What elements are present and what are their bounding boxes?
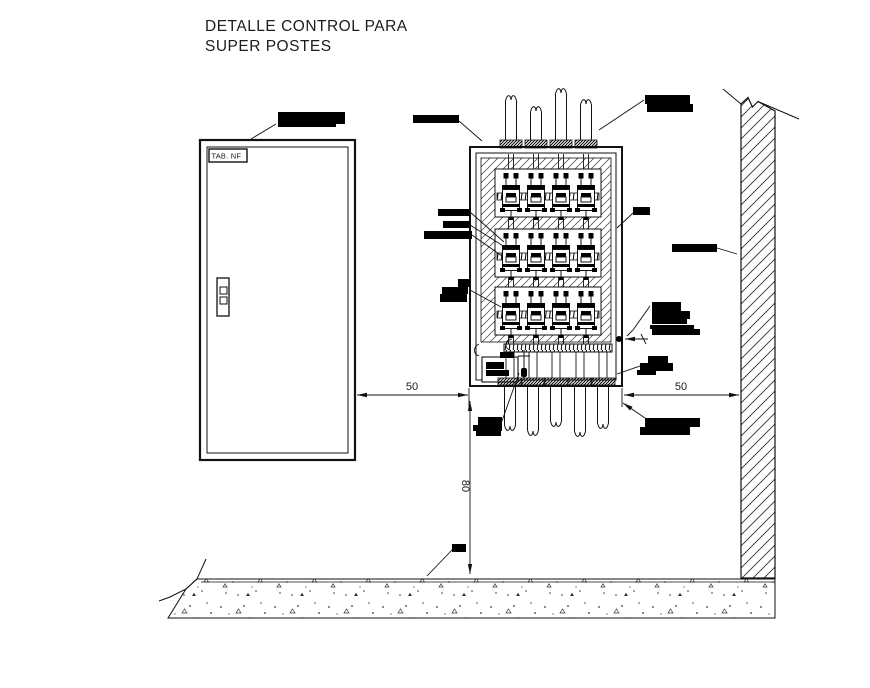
redacted-label-ground-connection xyxy=(473,417,502,436)
conduit-pair xyxy=(580,99,592,140)
leader-panel-frame xyxy=(616,212,634,229)
drawing-title: DETALLE CONTROL PARA SUPER POSTES xyxy=(205,18,408,55)
door-outer-frame xyxy=(198,138,357,462)
redacted-label-door-callout xyxy=(278,112,345,127)
redacted-label-panel-corner xyxy=(637,356,673,375)
top-cable-gland xyxy=(499,139,523,149)
leader-meter xyxy=(471,234,503,257)
redacted-label-incoming-feeder xyxy=(645,95,693,112)
door-tag-label: TAB. NF xyxy=(212,152,242,161)
leader-meter xyxy=(469,224,509,250)
redacted-label-meter-row2 xyxy=(424,209,472,239)
redacted-label-floor xyxy=(452,544,466,552)
leader-outgoing-arrow xyxy=(622,402,649,421)
mounting-bolt xyxy=(616,336,622,342)
masonry-wall xyxy=(722,88,800,579)
leader-wall xyxy=(716,247,738,255)
din-rail-row-1 xyxy=(496,192,600,201)
leader-meter-row3 xyxy=(469,289,502,308)
conduit-pair xyxy=(527,386,539,436)
redacted-label-panel-top xyxy=(413,115,459,123)
wall-break-extension xyxy=(757,101,800,120)
dim-text-door-to-panel: 50 xyxy=(406,381,418,393)
redacted-label-wall xyxy=(672,244,717,252)
din-rail-row-2 xyxy=(496,252,600,261)
title-line-2: SUPER POSTES xyxy=(205,38,332,55)
door-tag-box xyxy=(208,148,248,163)
conduit-pair xyxy=(550,386,562,427)
top-cable-gland xyxy=(574,139,598,149)
door-inner-frame xyxy=(206,146,349,454)
ground-floor xyxy=(158,558,776,619)
dimensions: 50 50 80 xyxy=(357,381,739,574)
leader-tick xyxy=(640,333,647,345)
conduit-pair xyxy=(597,386,609,429)
redacted-label-meter-row3 xyxy=(440,279,470,302)
title-line-1: DETALLE CONTROL PARA xyxy=(205,18,408,35)
leader-meter xyxy=(469,211,505,243)
leader-panel-corner xyxy=(616,365,641,375)
incoming-cables xyxy=(499,88,598,149)
redacted-label-breaker-group xyxy=(650,302,700,335)
conduit-pair xyxy=(504,386,516,431)
floor-break-line xyxy=(158,558,207,602)
conduit-pair xyxy=(574,386,586,437)
leader-breaker-group xyxy=(626,305,651,337)
dim-text-panel-to-ground: 80 xyxy=(459,480,471,492)
callout-labels xyxy=(278,95,717,552)
top-cable-gland xyxy=(524,139,548,149)
wall-section xyxy=(740,96,776,579)
top-cable-gland xyxy=(549,139,573,149)
leader-floor xyxy=(426,549,453,577)
leader-door xyxy=(250,123,277,140)
control-panel xyxy=(469,146,623,387)
leader-earth xyxy=(501,372,520,422)
leader-lines xyxy=(250,99,738,577)
wire-loop xyxy=(505,338,513,351)
cabinet-door: TAB. NF xyxy=(198,138,357,462)
concrete-floor-band xyxy=(167,578,776,619)
conduit-pair xyxy=(555,88,567,140)
bus-bar xyxy=(503,343,613,353)
conduit-pair xyxy=(505,95,517,140)
leader-panel-top xyxy=(458,120,483,142)
door-handle xyxy=(216,277,230,317)
redacted-label-panel-frame xyxy=(633,207,650,215)
din-rail-row-3 xyxy=(496,310,600,319)
leader-incoming-feeder xyxy=(598,99,645,131)
wire-loop xyxy=(474,343,480,357)
wall-break-line xyxy=(722,88,742,105)
outgoing-cables xyxy=(504,386,609,437)
dim-text-panel-to-wall: 50 xyxy=(675,381,687,393)
conduit-pair xyxy=(530,106,542,140)
redacted-label-outgoing-conduits xyxy=(640,418,700,435)
bottom-cable-glands xyxy=(497,377,616,386)
internal-conduits xyxy=(505,352,608,378)
